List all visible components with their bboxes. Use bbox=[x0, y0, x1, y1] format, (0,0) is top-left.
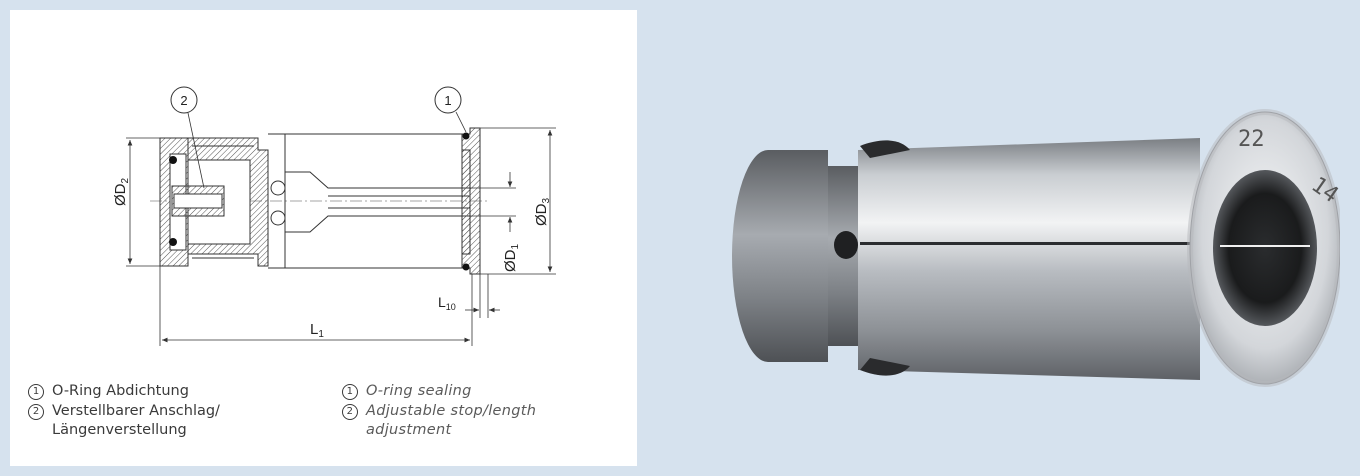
callout-2: 2 bbox=[170, 86, 205, 189]
dim-d1-label: ØD1 bbox=[502, 244, 521, 273]
legend-number: 1 bbox=[28, 384, 44, 400]
dim-l10-label: L10 bbox=[438, 294, 456, 312]
dim-l1-label: L1 bbox=[310, 321, 324, 340]
legend-number: 2 bbox=[28, 403, 44, 420]
legend-german: 1 O-Ring Abdichtung 2 Verstellbarer Ansc… bbox=[28, 382, 220, 441]
svg-text:2: 2 bbox=[180, 93, 187, 108]
legend-item: 2 Verstellbarer Anschlag/ Längenverstell… bbox=[28, 402, 220, 441]
dim-d2-label: ØD2 bbox=[112, 178, 131, 207]
engraving-size: 22 bbox=[1238, 127, 1265, 152]
legend-item: 1 O-Ring Abdichtung bbox=[28, 382, 220, 402]
legend-text-line-2: Längenverstellung bbox=[52, 422, 187, 438]
legend-text: Adjustable stop/length adjustment bbox=[366, 402, 536, 441]
collet-product-photo: 22 14 bbox=[732, 109, 1340, 387]
legend-item: 2 Adjustable stop/length adjustment bbox=[342, 402, 536, 441]
technical-drawing: 2 1 ØD2 ØD3 ØD1 bbox=[112, 86, 556, 346]
legend-text: O-Ring Abdichtung bbox=[52, 383, 189, 399]
callout-1: 1 bbox=[434, 86, 467, 133]
legend-item: 1 O-ring sealing bbox=[342, 382, 536, 402]
legend-text: O-ring sealing bbox=[366, 383, 472, 399]
legend-text: Verstellbarer Anschlag/ Längenverstellun… bbox=[52, 402, 220, 441]
legend-text-line-1: Adjustable stop/length bbox=[366, 402, 537, 419]
svg-text:1: 1 bbox=[444, 93, 451, 108]
legend-text-line-1: Verstellbarer Anschlag/ bbox=[52, 402, 220, 419]
legend-text-line-2: adjustment bbox=[366, 422, 452, 438]
legend-number: 1 bbox=[342, 384, 358, 400]
legend-number: 2 bbox=[342, 403, 358, 420]
drawing-panel: 2 1 ØD2 ØD3 ØD1 bbox=[10, 10, 637, 466]
dim-d3-label: ØD3 bbox=[533, 198, 552, 227]
legend-english: 1 O-ring sealing 2 Adjustable stop/lengt… bbox=[342, 382, 536, 441]
